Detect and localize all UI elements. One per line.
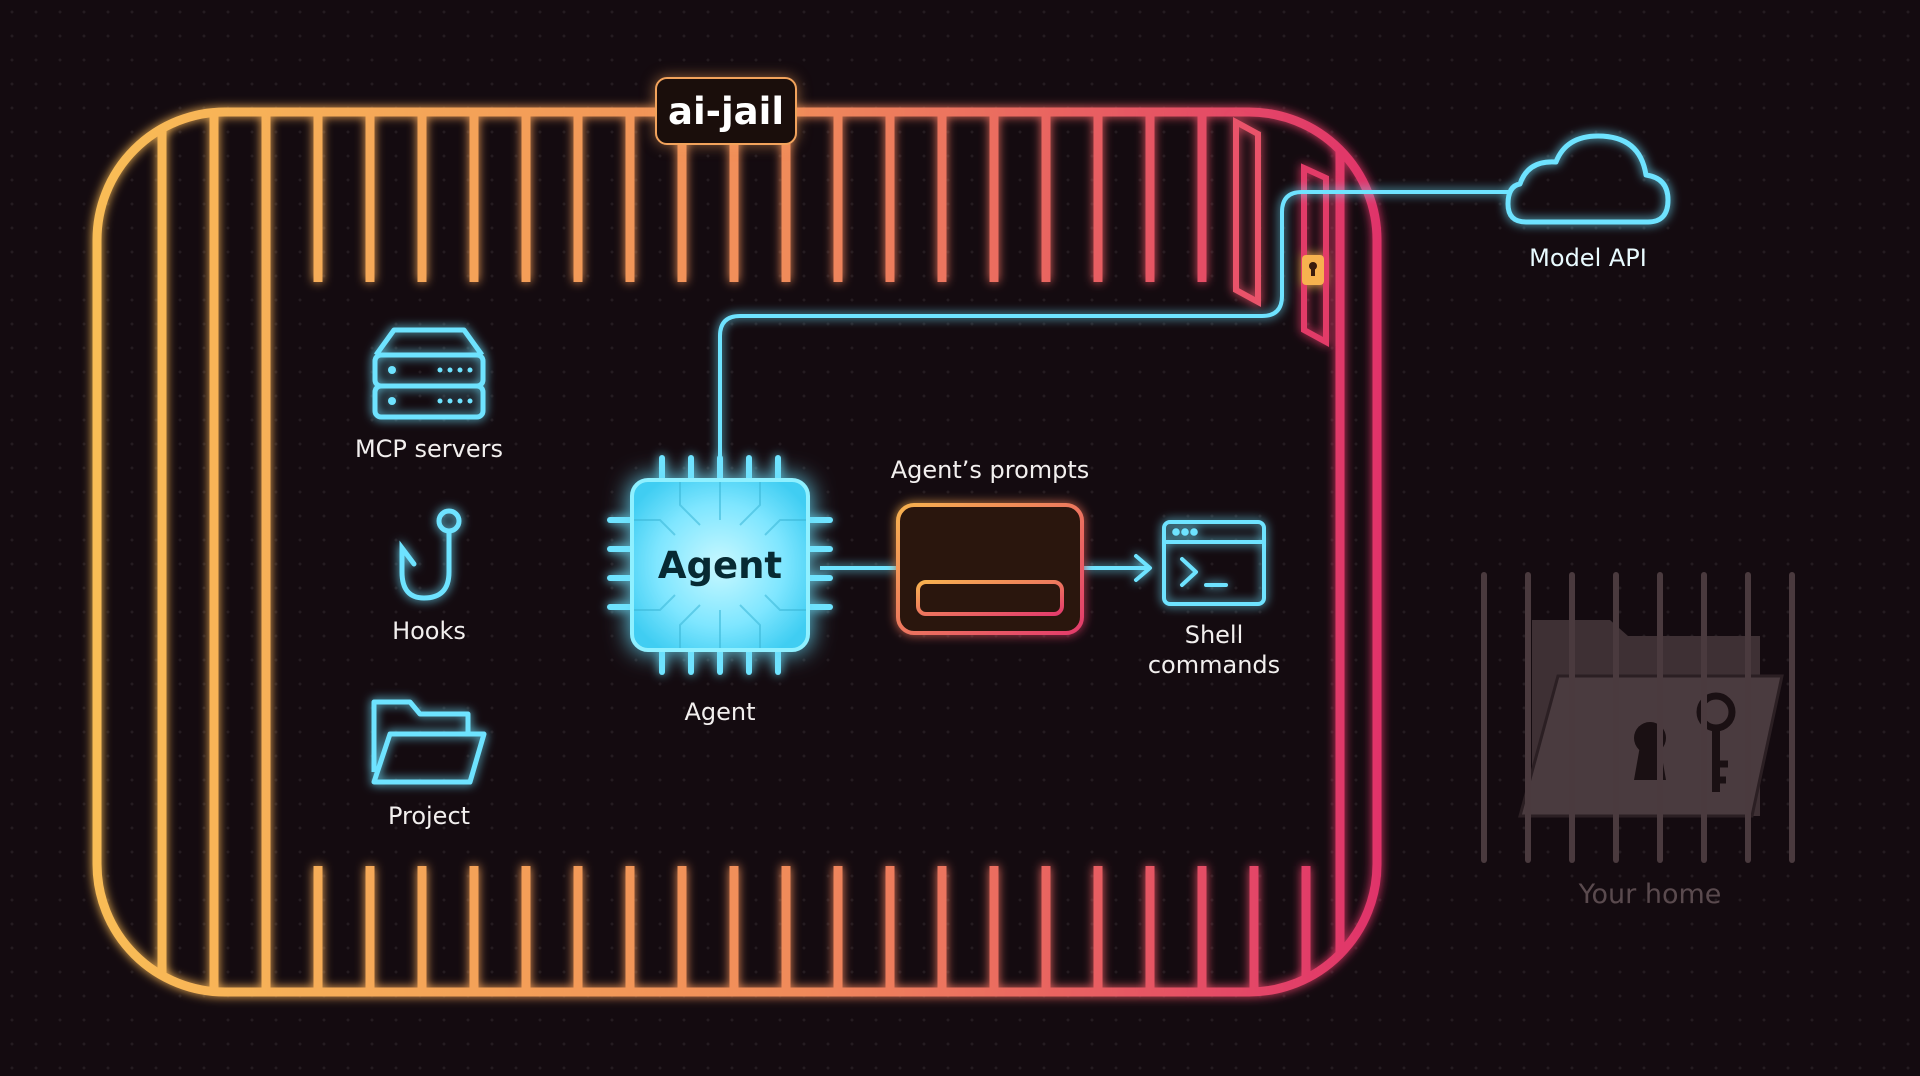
arrow-head: [1134, 554, 1152, 582]
locked-folder-icon: [1481, 572, 1795, 863]
connections: [718, 190, 1510, 582]
hooks-label: Hooks: [392, 617, 466, 645]
jail-title: ai-jail: [655, 77, 797, 145]
shell-label-line1: Shell: [1184, 621, 1244, 649]
cloud-icon: [1505, 133, 1671, 225]
agent-chip-text: Agent: [657, 544, 783, 587]
folder-icon: [371, 699, 487, 785]
mcp-servers-label: MCP servers: [354, 435, 504, 463]
jail-door: [1233, 116, 1329, 348]
agent-to-api-line: [718, 190, 1510, 462]
agent-caption: Agent: [684, 698, 756, 726]
chip-icon: [607, 455, 833, 675]
terminal-icon: [1162, 520, 1266, 606]
your-home-label: Your home: [1578, 879, 1722, 910]
project-label: Project: [387, 802, 471, 830]
model-api-label: Model API: [1529, 244, 1647, 272]
key-icon: [1696, 692, 1736, 792]
hook-icon: [399, 508, 462, 601]
shell-label-line2: commands: [1147, 651, 1281, 679]
prompts-box: [896, 503, 1084, 635]
prompt-input-bar: [916, 580, 1064, 616]
home-bars: [1481, 572, 1795, 863]
prompts-label: Agent’s prompts: [890, 456, 1090, 484]
server-icon: [372, 327, 486, 420]
jail-bars: [157, 112, 1345, 992]
